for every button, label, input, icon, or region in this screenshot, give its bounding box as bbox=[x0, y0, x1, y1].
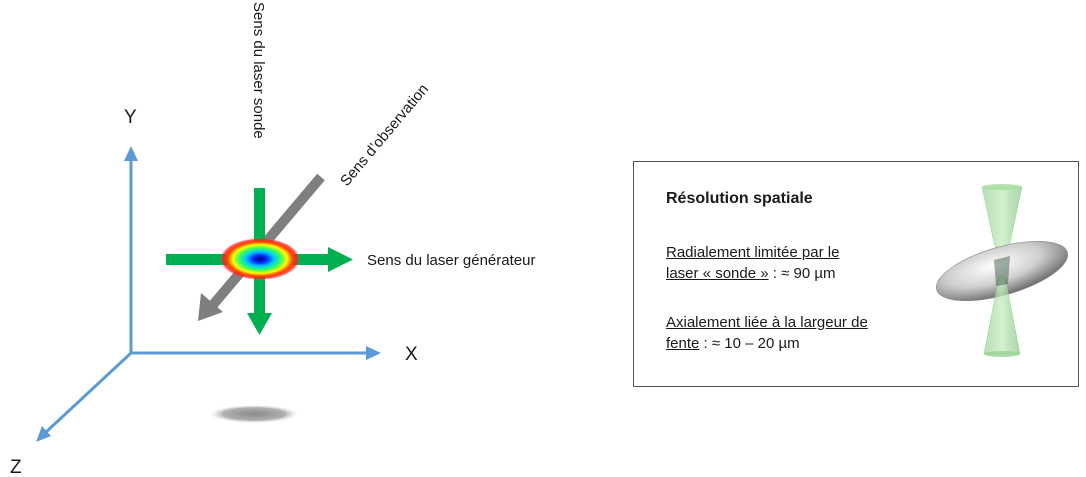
observation-label: Sens d’observation bbox=[337, 81, 432, 190]
cone-overlap bbox=[994, 256, 1010, 286]
axes bbox=[36, 146, 381, 442]
x-axis-arrowhead bbox=[366, 346, 381, 360]
resolution-box: Résolution spatiale Radialement limitée … bbox=[633, 161, 1079, 387]
axial-line-1: Axialement liée à la largeur de bbox=[666, 312, 868, 333]
probe-cone-top-rim bbox=[982, 184, 1022, 190]
generator-laser-label: Sens du laser générateur bbox=[367, 252, 535, 269]
axial-text-1: Axialement liée à la largeur de bbox=[666, 314, 868, 331]
probe-laser-label: Sens du laser sonde bbox=[250, 2, 267, 139]
y-axis-arrowhead bbox=[124, 146, 138, 161]
radial-line-1: Radialement limitée par le bbox=[666, 242, 839, 263]
probe-cone-bottom-rim bbox=[984, 351, 1020, 357]
radial-text-2: laser « sonde » bbox=[666, 265, 769, 282]
spot-shadow bbox=[210, 405, 298, 423]
resolution-ellipsoid bbox=[936, 240, 1068, 302]
axial-value: : ≈ 10 – 20 µm bbox=[699, 335, 800, 352]
resolution-title: Résolution spatiale bbox=[666, 190, 813, 207]
resolution-volume-illustration bbox=[936, 184, 1068, 357]
z-axis-arrowhead bbox=[36, 426, 51, 442]
z-axis-line bbox=[43, 351, 133, 435]
axial-line-2: fente : ≈ 10 – 20 µm bbox=[666, 333, 800, 354]
x-axis-label: X bbox=[405, 344, 418, 365]
axial-text-2: fente bbox=[666, 335, 700, 352]
radial-line-2: laser « sonde » : ≈ 90 µm bbox=[666, 263, 835, 284]
z-axis-label: Z bbox=[10, 457, 22, 477]
radial-text-1: Radialement limitée par le bbox=[666, 244, 840, 261]
laser-spot bbox=[220, 238, 300, 280]
y-axis-label: Y bbox=[124, 107, 137, 128]
radial-value: : ≈ 90 µm bbox=[768, 265, 836, 282]
